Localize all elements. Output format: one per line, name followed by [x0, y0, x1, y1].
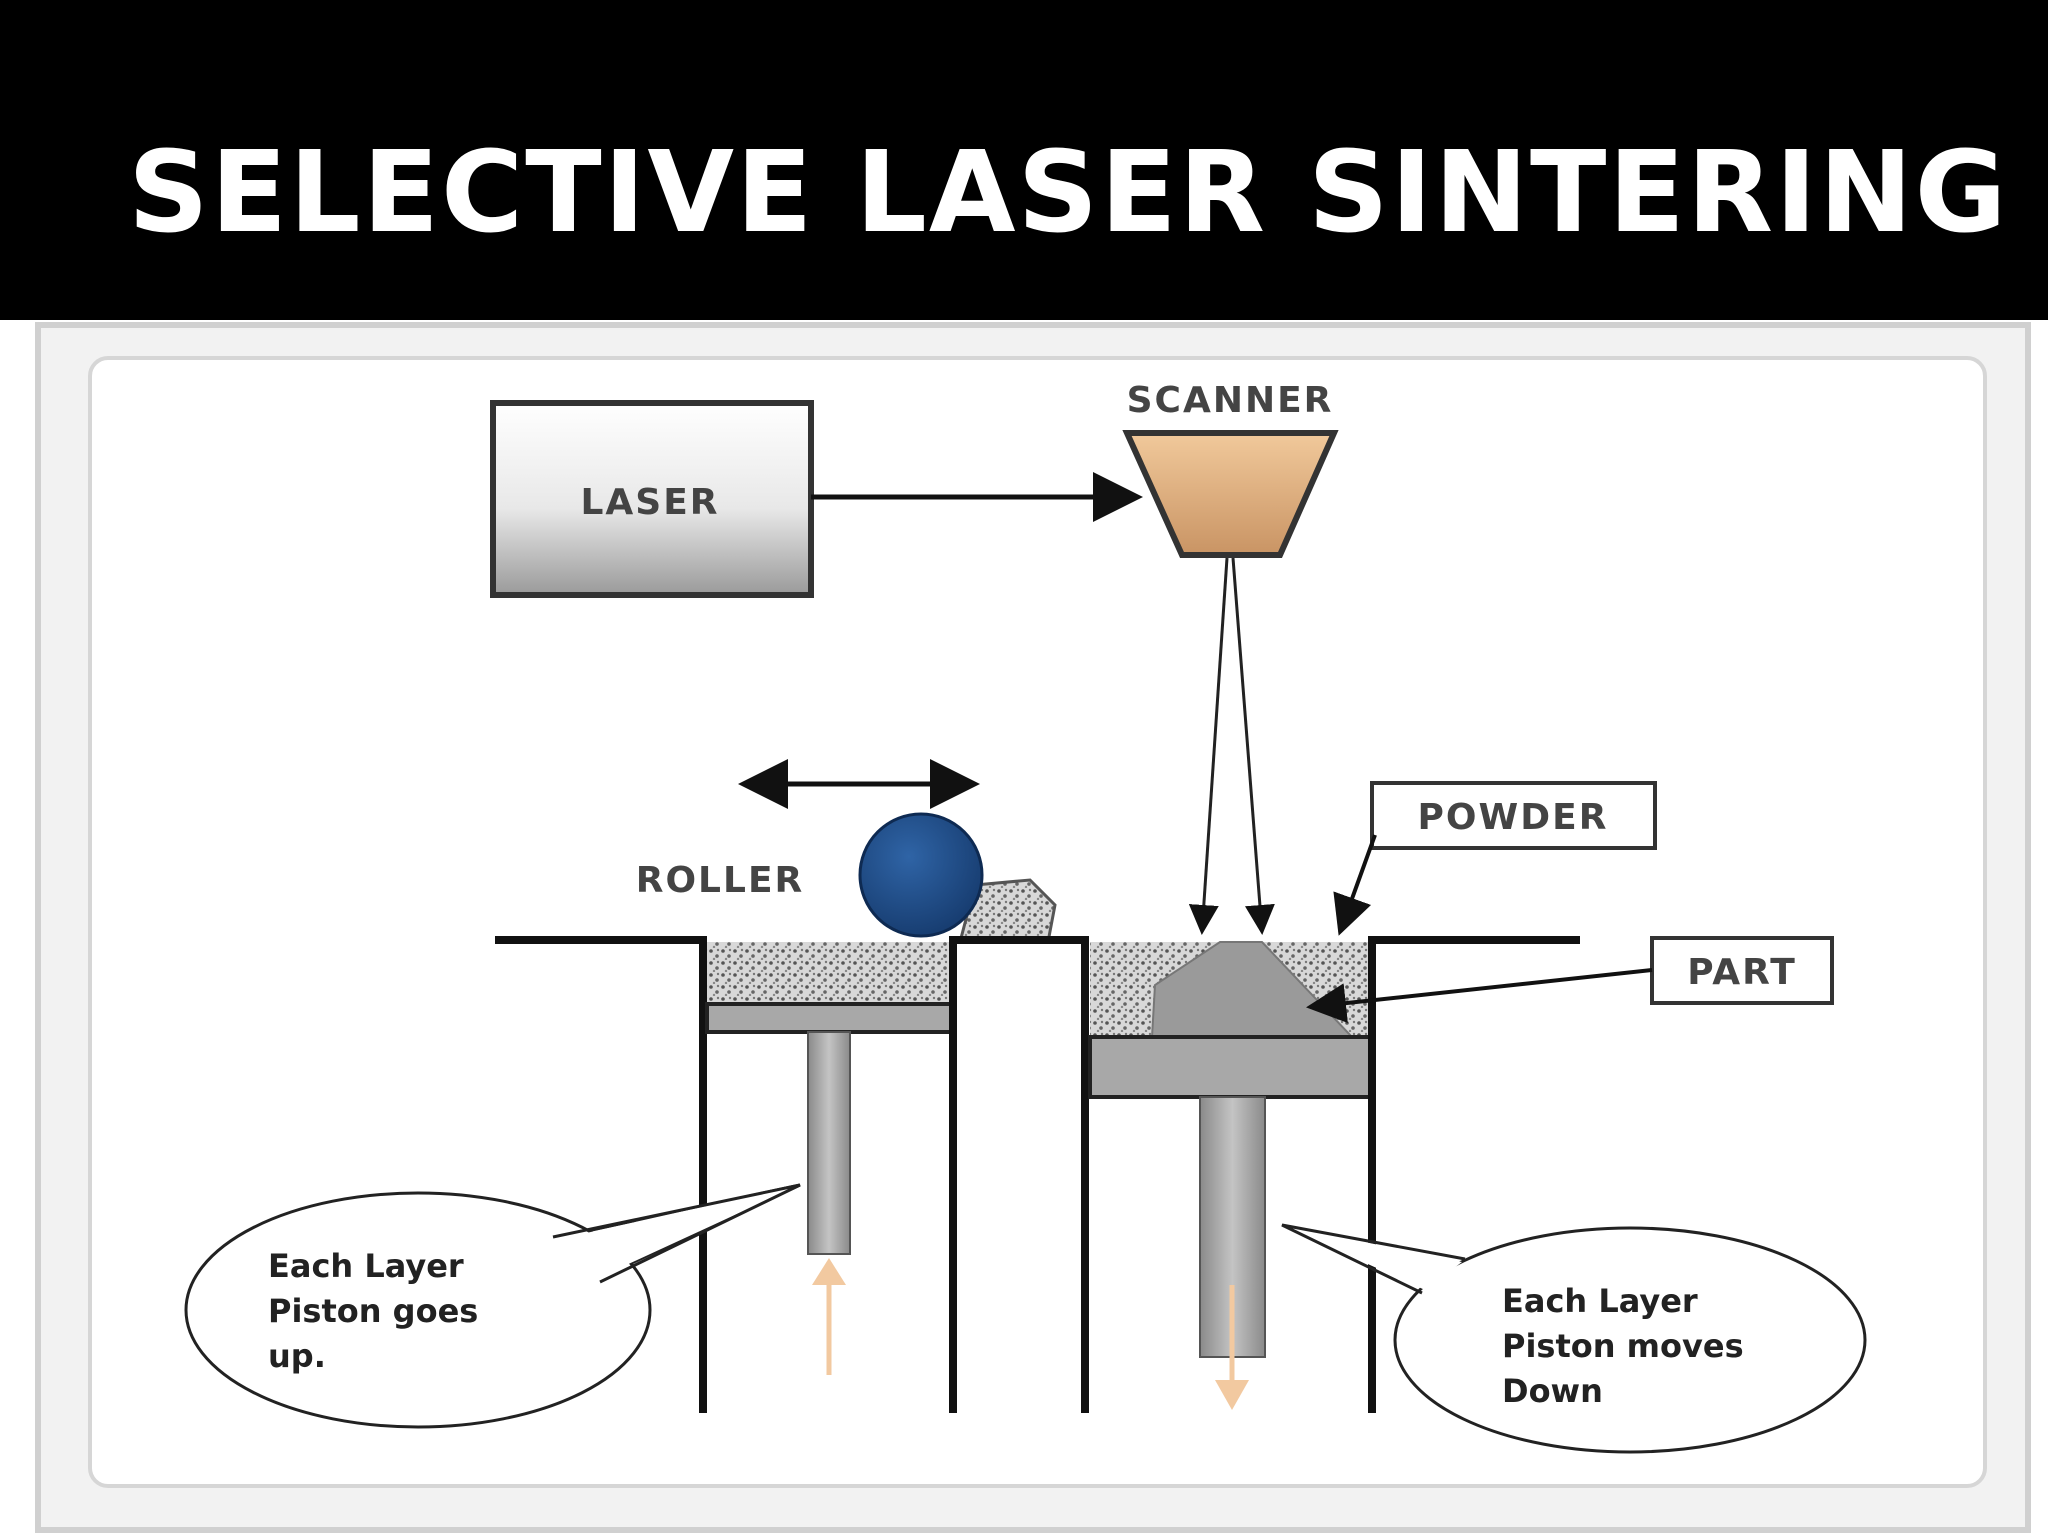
feed-callout-line2: Piston goes: [268, 1292, 478, 1330]
scan-beam-right: [1231, 557, 1275, 935]
roller-label: ROLLER: [636, 860, 805, 901]
part-pointer: [1306, 968, 1653, 1024]
build-piston-plate: [1088, 1035, 1374, 1099]
laser-unit: LASER: [490, 400, 814, 598]
feed-callout-line3: up.: [268, 1337, 326, 1375]
build-callout-line1: Each Layer: [1502, 1282, 1698, 1320]
build-callout-line2: Piston moves: [1502, 1327, 1744, 1365]
roller: [858, 812, 984, 938]
scanner-label: SCANNER: [1127, 380, 1334, 421]
feed-powder: [707, 942, 951, 1004]
feed-piston-callout: Each Layer Piston goes up.: [184, 1183, 801, 1429]
scanner-shape: [1122, 430, 1339, 558]
scan-beam-left: [1188, 557, 1229, 935]
feed-piston-rod: [807, 1031, 851, 1255]
build-callout-ellipse: [1393, 1226, 1867, 1454]
feed-callout-ellipse: [184, 1191, 652, 1429]
powder-callout: POWDER: [1333, 781, 1657, 936]
slide-title: SELECTIVE LASER SINTERING :: [128, 128, 2048, 258]
feed-up-arrow-head: [812, 1258, 846, 1285]
part-label: PART: [1687, 952, 1797, 993]
feed-piston-plate: [705, 1002, 953, 1034]
laser-box: [490, 400, 814, 598]
powder-label-box: [1370, 781, 1657, 850]
powder-pointer: [1333, 834, 1377, 936]
title-bar: SELECTIVE LASER SINTERING :: [0, 0, 2048, 320]
part-callout: PART: [1306, 936, 1834, 1024]
build-piston-callout: Each Layer Piston moves Down: [1281, 1223, 1867, 1454]
scanner-unit: SCANNER: [1122, 380, 1339, 558]
build-callout-tail-outline: [1281, 1223, 1466, 1295]
laser-label: LASER: [580, 482, 719, 523]
middle-wall: [949, 936, 1089, 1413]
powder-label: POWDER: [1418, 797, 1609, 838]
feed-callout-tail-outline: [552, 1183, 801, 1284]
feed-callout-line1: Each Layer: [268, 1247, 464, 1285]
build-callout-line3: Down: [1502, 1372, 1603, 1410]
feed-callout-tail: [555, 1185, 800, 1278]
build-callout-tail: [1282, 1225, 1462, 1290]
build-down-arrow-head: [1215, 1380, 1249, 1410]
platform-left: [495, 936, 707, 1413]
